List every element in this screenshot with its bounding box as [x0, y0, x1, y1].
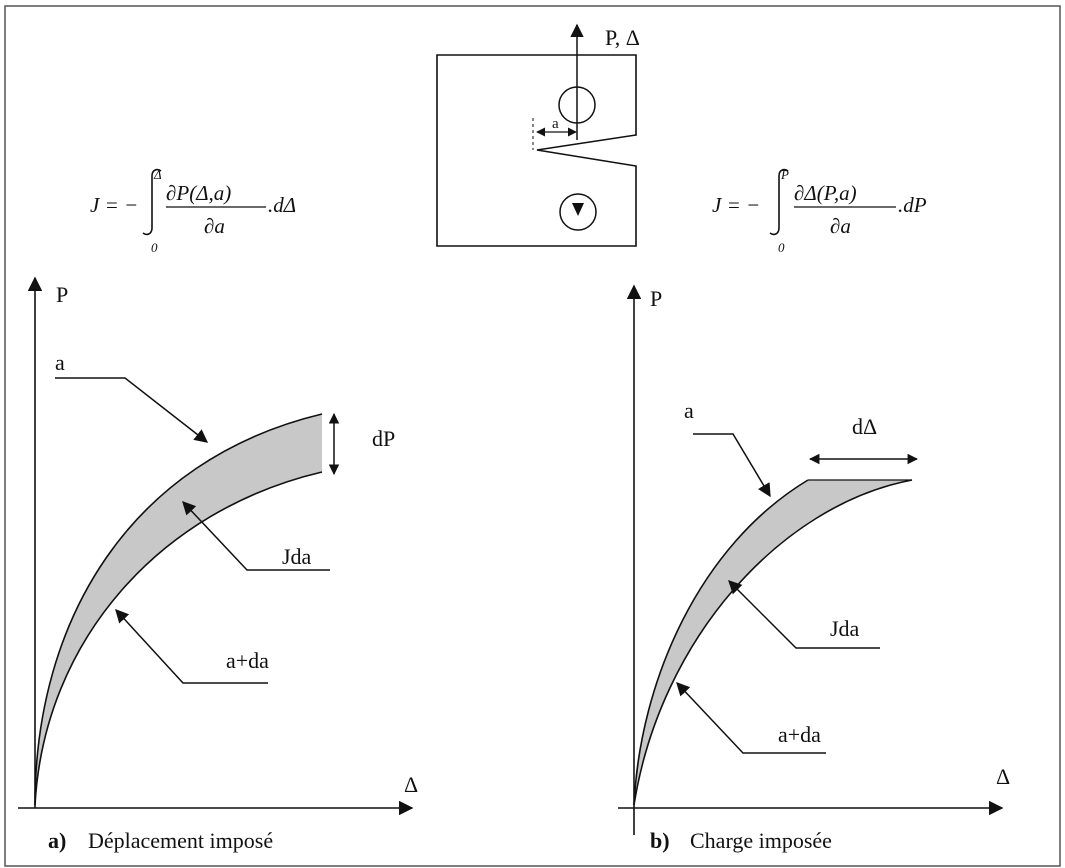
formula-left-lower: 0: [151, 240, 158, 255]
graph-a-label-a-da: a+da: [226, 648, 269, 673]
formula-left-numerator: ∂P(Δ,a): [166, 181, 231, 205]
graph-b-caption-letter: b): [650, 828, 670, 853]
graph-a: P Δ a Jda a+da dP a) Déplacement imposé: [18, 276, 418, 853]
outer-border: [4, 5, 1061, 867]
graph-a-dp-label: dP: [372, 426, 395, 451]
formula-right-numerator: ∂Δ(P,a): [794, 181, 857, 205]
graph-a-pointer-a: [55, 377, 209, 443]
specimen-diagram: a P, Δ: [436, 23, 640, 247]
graph-a-pointer-jda: [182, 501, 330, 571]
graph-b-curve-a: [633, 479, 809, 806]
integral-sign-left: [142, 168, 162, 236]
graph-a-curve-a-da: [34, 471, 323, 806]
formula-right-upper: P: [780, 167, 789, 182]
graph-a-label-jda: Jda: [282, 544, 312, 569]
formula-right-denominator: ∂a: [830, 214, 851, 238]
graph-a-caption-letter: a): [48, 828, 66, 853]
graph-b-pointer-a-da: [676, 682, 826, 754]
integral-sign-right: [769, 168, 789, 236]
graph-b-jda-area: [634, 480, 912, 805]
graph-b-caption-text: Charge imposée: [690, 828, 832, 853]
lower-pin-marker: [572, 203, 584, 216]
graph-a-curve-a: [34, 413, 323, 806]
formula-left-lhs: J = −: [90, 193, 138, 217]
graph-b-label-a-da: a+da: [778, 722, 821, 747]
load-label: P, Δ: [605, 25, 640, 50]
formula-right-lhs: J = −: [712, 193, 760, 217]
graph-b-label-jda: Jda: [830, 616, 860, 641]
formula-left-upper: Δ: [153, 167, 162, 182]
formula-right-tail: .dP: [898, 193, 927, 217]
lower-pin-hole: [559, 193, 597, 231]
graph-a-x-label: Δ: [404, 772, 418, 797]
graph-b-label-a: a: [684, 398, 694, 423]
formula-left-tail: .dΔ: [268, 193, 296, 217]
formula-right-lower: 0: [778, 240, 785, 255]
graph-a-jda-area: [35, 414, 322, 805]
graph-a-y-label: P: [56, 282, 68, 307]
graph-a-label-a: a: [55, 350, 65, 375]
graph-a-pointer-a-da: [115, 609, 268, 684]
graph-b-ddelta-label: dΔ: [852, 414, 877, 439]
crack-length-label: a: [552, 116, 559, 132]
formula-left: J = − Δ 0 ∂P(Δ,a) ∂a .dΔ: [90, 167, 296, 255]
graph-b: P Δ a Jda a+da dΔ b) Charge imposée: [618, 284, 1010, 853]
formula-right: J = − P 0 ∂Δ(P,a) ∂a .dP: [712, 167, 927, 255]
graph-b-y-label: P: [650, 286, 662, 311]
graph-b-x-label: Δ: [996, 764, 1010, 789]
specimen-outline: [436, 54, 637, 247]
graph-a-caption-text: Déplacement imposé: [88, 828, 273, 853]
formula-left-denominator: ∂a: [204, 214, 225, 238]
graph-b-pointer-a: [693, 433, 771, 498]
graph-b-pointer-jda: [728, 580, 880, 649]
